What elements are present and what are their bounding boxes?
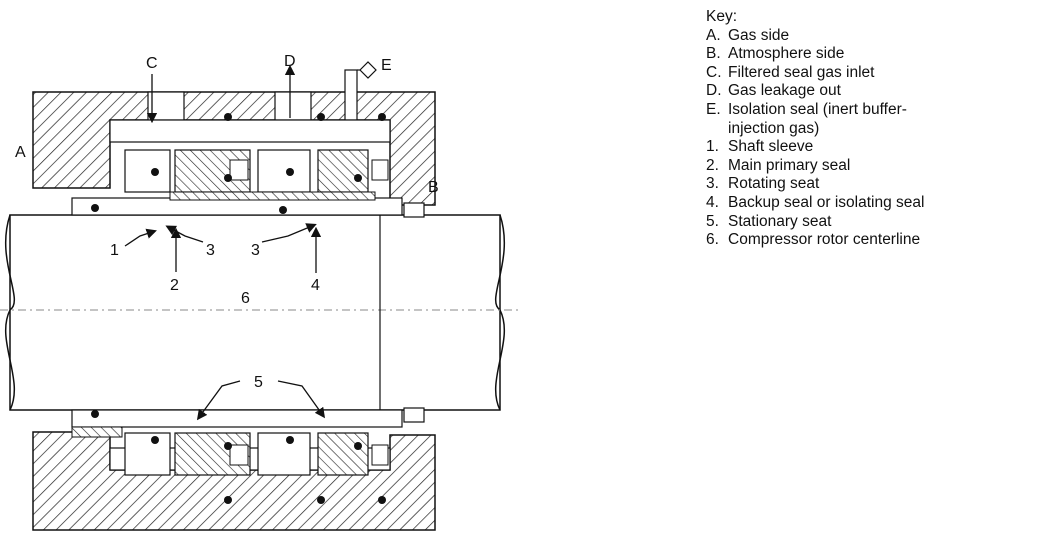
atmosphere-collar (403, 202, 425, 218)
key-item: 6.Compressor rotor centerline (706, 231, 921, 249)
leader-3b (261, 223, 317, 243)
lower-backup-seal (317, 432, 369, 476)
key-legend: Key: A.Gas side B.Atmosphere side C.Filt… (706, 8, 968, 250)
label-a: A (15, 144, 26, 161)
lower-collar (403, 407, 425, 423)
key-item: B.Atmosphere side (706, 45, 845, 63)
label-3a: 3 (206, 242, 215, 259)
upper-backup-seal (317, 149, 369, 193)
label-d: D (284, 53, 296, 70)
upper-sleeve (71, 197, 403, 216)
shaft (9, 214, 501, 411)
upper-rotating-seat (169, 191, 376, 201)
label-1: 1 (110, 242, 119, 259)
key-item: 3.Rotating seat (706, 175, 820, 193)
key-item: D.Gas leakage out (706, 82, 841, 100)
valve-e-icon (359, 61, 377, 79)
leader-5b (277, 380, 326, 419)
label-b: B (428, 179, 439, 196)
leader-3a (165, 225, 204, 243)
seal-cross-section-diagram: A B C D E 1 2 3 3 4 5 6 (0, 53, 520, 531)
key-item: 2.Main primary seal (706, 156, 851, 174)
shaft-break-left (4, 214, 16, 411)
o-rings (91, 113, 386, 504)
key-title: Key: (706, 8, 738, 25)
label-5: 5 (254, 374, 263, 391)
key-item: 4.Backup seal or isolating seal (706, 193, 925, 211)
label-c: C (146, 55, 158, 72)
port-e (344, 69, 358, 121)
label-3b: 3 (251, 242, 260, 259)
key-item: A.Gas side (706, 26, 790, 44)
leader-1 (124, 228, 157, 247)
label-e: E (381, 57, 392, 74)
port-c (147, 91, 185, 121)
label-6: 6 (241, 290, 250, 307)
leader-5a (196, 380, 241, 421)
key-item: C.Filtered seal gas inlet (706, 63, 875, 81)
port-d (274, 91, 312, 121)
key-item: 5.Stationary seat (706, 212, 832, 230)
key-item: E.Isolation seal (inert buffer-injection… (706, 100, 907, 137)
label-4: 4 (311, 277, 320, 294)
key-item: 1.Shaft sleeve (706, 138, 814, 156)
lower-sleeve (71, 409, 403, 428)
label-2: 2 (170, 277, 179, 294)
